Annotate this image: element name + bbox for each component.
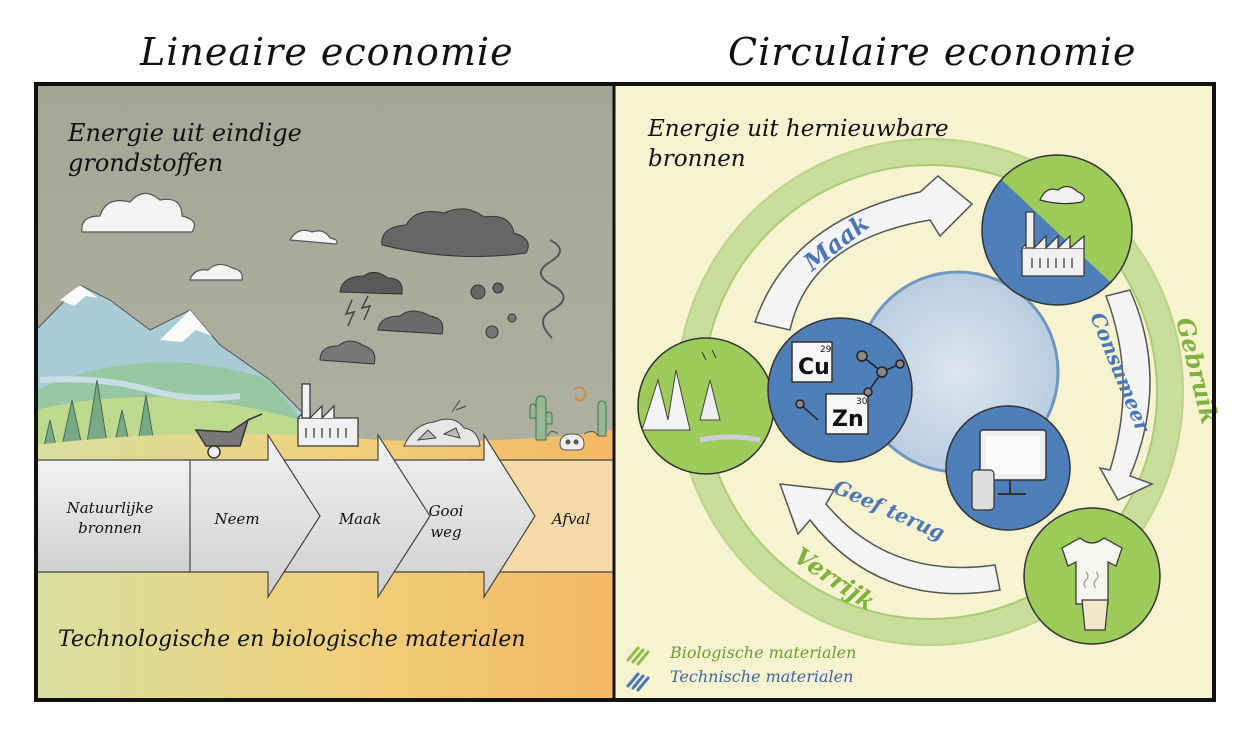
linear-process-arrows <box>36 432 614 600</box>
left-footer-text: Technologische en biologische materialen <box>58 627 526 652</box>
nature-circle <box>637 337 775 475</box>
snail-shell <box>573 386 587 402</box>
title-circular-economy: Circulaire economie <box>728 30 1137 74</box>
outer-frame <box>34 82 1216 702</box>
arrow-step-gooi-weg <box>389 432 536 600</box>
step-label-neem: Neem <box>213 510 259 528</box>
left-energy-line1: Energie uit eindige <box>67 119 302 147</box>
cycle-arrows <box>754 175 1154 595</box>
title-linear-economy: Lineaire economie <box>140 30 514 74</box>
trash-pile-icon <box>403 399 481 447</box>
wheelbarrow-icon <box>194 413 263 459</box>
factory-circle <box>981 154 1133 306</box>
right-energy-line2: bronnen <box>648 146 746 172</box>
zinc-number: 30 <box>856 397 868 407</box>
arrow-consumeer <box>1098 289 1154 501</box>
step-label-natuurlijke-line1: Natuurlijke <box>66 499 154 517</box>
step-label-natuurlijke-line2: bronnen <box>78 519 142 537</box>
zinc-tile <box>825 393 869 435</box>
arrow-maak <box>754 175 974 331</box>
factory-icon-right <box>1021 185 1085 277</box>
arrow-geef-terug <box>778 483 1001 595</box>
legend-label-tech: Technische materialen <box>670 667 853 686</box>
devices-circle <box>945 405 1071 531</box>
smoke-clouds <box>319 208 529 365</box>
arrow-step-natuurlijke-bronnen <box>36 459 191 573</box>
step-label-gooi: Gooi <box>429 502 464 520</box>
copper-tile <box>791 341 833 383</box>
phone-icon <box>971 469 995 511</box>
legend-label-bio: Biologische materialen <box>669 643 856 662</box>
elements-circle <box>767 317 913 463</box>
white-trees-icon <box>641 369 691 431</box>
step-label-weg: weg <box>430 523 461 541</box>
right-energy-line1: Energie uit hernieuwbare <box>647 116 949 142</box>
glass-icon <box>1081 599 1109 631</box>
linear-economy-panel <box>36 84 614 700</box>
smoke-spiral <box>540 239 565 339</box>
arrow-step-neem <box>184 432 321 600</box>
copper-symbol: Cu <box>798 355 830 380</box>
legend-swatch-tech <box>626 672 650 692</box>
circular-economy-panel <box>614 84 1214 700</box>
lightning-icon <box>344 295 372 327</box>
cactus-icon <box>529 395 607 441</box>
skull-icon <box>547 430 599 451</box>
arrow-step-maak <box>284 432 431 600</box>
molecule-icon <box>795 350 905 421</box>
tshirt-icon <box>1061 537 1123 605</box>
step-label-maak: Maak <box>338 510 381 528</box>
zinc-symbol: Zn <box>832 407 864 432</box>
copper-number: 29 <box>820 345 832 355</box>
legend-swatch-bio <box>626 646 650 666</box>
factory-icon-left <box>297 383 359 447</box>
white-cloud <box>81 192 338 281</box>
step-label-afval: Afval <box>550 510 591 528</box>
tshirt-circle <box>1023 507 1161 645</box>
left-energy-line2: grondstoffen <box>68 149 223 177</box>
